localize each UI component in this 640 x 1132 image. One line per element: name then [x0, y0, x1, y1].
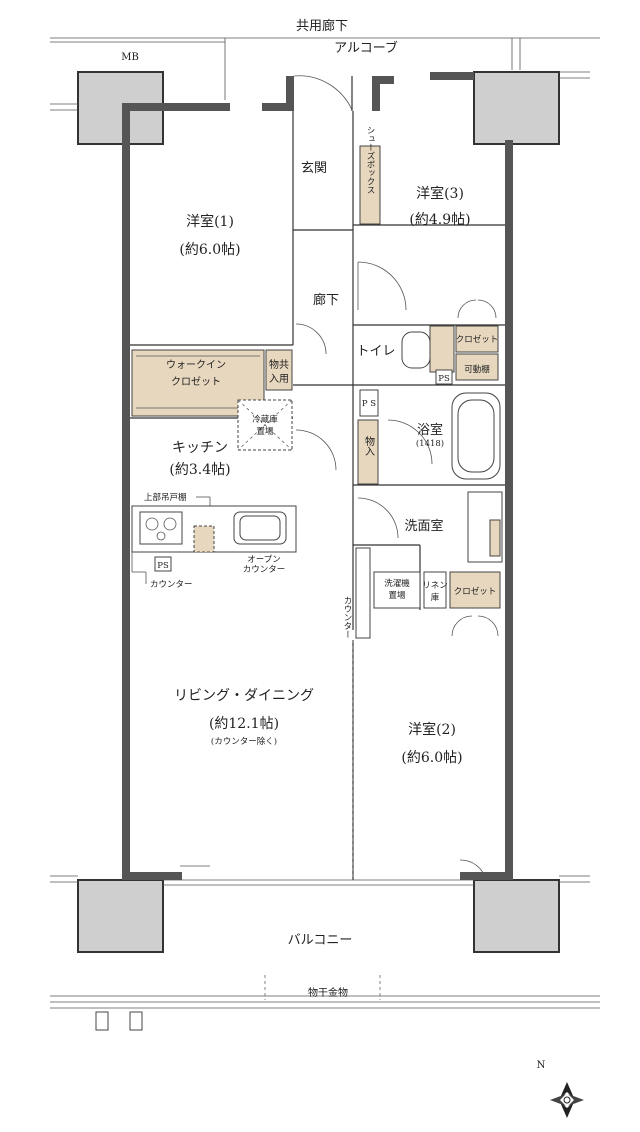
- living-dining: リビング・ダイニング (約12.1帖) (カウンター除く): [174, 688, 314, 747]
- western2-size: (約6.0帖): [401, 750, 462, 766]
- balcony-windows: [163, 865, 474, 886]
- toilet-door-swing: [295, 323, 327, 355]
- entrance-label: 玄関: [301, 161, 327, 176]
- pillar-top-right: [473, 71, 560, 145]
- walkin-label-2: クロゼット: [171, 376, 221, 388]
- kitchen-size: (約3.4帖): [169, 462, 230, 478]
- fridge-label-2: 置場: [256, 426, 274, 437]
- storage-closet: [357, 419, 379, 485]
- doors: [293, 75, 487, 881]
- mb-label: MB: [121, 52, 139, 63]
- balcony-door-swing: [459, 859, 487, 881]
- closet-small-label: クロゼット: [456, 334, 499, 345]
- movable-shelf: [455, 353, 499, 381]
- wash-door-swing: [357, 497, 399, 539]
- common-corridor-label: 共用廊下: [296, 18, 348, 34]
- alcove-label: アルコーブ: [334, 40, 398, 56]
- kitchen: キッチン (約3.4帖) 上部吊戸棚 オープン カウンター PS カウンター: [131, 440, 297, 590]
- pillar-bottom-right: [473, 879, 560, 953]
- bathroom: 浴室 (1418): [416, 392, 501, 480]
- western3-name: 洋室(3): [416, 185, 464, 202]
- bathroom-size: (1418): [416, 438, 444, 449]
- western3-size: (約4.9帖): [409, 212, 470, 228]
- kitchen-door-swing: [295, 429, 337, 471]
- washer-label-1: 洗濯機: [384, 578, 410, 589]
- fridge-space: 冷蔵庫 置場: [237, 399, 293, 451]
- upper-cabinet-label: 上部吊戸棚: [144, 492, 187, 503]
- washroom: 洗面室 洗濯機 置場 リネン 庫 クロゼット カウンター: [342, 491, 503, 639]
- living-size: (約12.1帖): [209, 716, 279, 732]
- counter-label: カウンター: [150, 580, 193, 590]
- walkin-closet: ウォークイン クロゼット 物共 入用: [131, 349, 293, 417]
- open-counter-label-2: カウンター: [243, 565, 286, 575]
- compass-n-label: N: [537, 1060, 546, 1071]
- common-corridor-area: 共用廊下 MB アルコーブ: [50, 18, 600, 100]
- movable-shelf-label: 可動棚: [464, 364, 490, 375]
- walkin-label-1: ウォークイン: [166, 359, 226, 371]
- storage-label: 物入: [363, 435, 375, 456]
- washer-label-2: 置場: [388, 590, 406, 601]
- clothes-pole-label: 物干金物: [308, 986, 348, 999]
- entrance-area: 玄関 シューズボックス: [301, 126, 381, 225]
- common-storage-label-2: 入用: [269, 374, 289, 385]
- closet-wash-label: クロゼット: [454, 586, 497, 597]
- linen-label-1: リネン: [422, 581, 448, 591]
- pillar-bottom-left: [77, 879, 164, 953]
- ps-hall-label: P S: [362, 399, 376, 409]
- bath-door-swing: [387, 419, 433, 465]
- open-counter-label-1: オープン: [247, 555, 281, 565]
- western-room-2: 洋室(2) (約6.0帖): [401, 721, 462, 766]
- balcony-label: バルコニー: [288, 933, 353, 948]
- outer-walls: [122, 72, 513, 880]
- balcony: バルコニー 物干金物: [50, 933, 600, 1031]
- fridge-label-1: 冷蔵庫: [252, 414, 278, 425]
- toilet-label: トイレ: [356, 344, 395, 359]
- ps-kitchen-label: PS: [157, 561, 169, 571]
- western-room-3: 洋室(3) (約4.9帖): [409, 185, 470, 228]
- western2-name: 洋室(2): [408, 721, 456, 738]
- counter-vertical-label: カウンター: [342, 596, 352, 639]
- shoe-box: [359, 145, 381, 225]
- western-room-1: 洋室(1) (約6.0帖): [179, 213, 240, 258]
- entrance-door-swing: [293, 75, 353, 111]
- kitchen-name: キッチン: [172, 440, 228, 456]
- western1-name: 洋室(1): [186, 213, 234, 230]
- toilet-area: トイレ クロゼット 可動棚 PS: [356, 299, 499, 385]
- common-storage: [265, 349, 293, 391]
- ps-toilet-label: PS: [438, 374, 450, 384]
- closet-wash: [449, 571, 501, 609]
- interior-walls: [130, 111, 505, 880]
- western3-door-swing: [357, 261, 407, 311]
- shoe-box-label: シューズボックス: [365, 126, 375, 194]
- living-note: (カウンター除く): [211, 736, 277, 747]
- compass: N: [537, 1060, 584, 1118]
- living-name: リビング・ダイニング: [174, 688, 314, 704]
- linen-label-2: 庫: [431, 592, 440, 603]
- closet-small: [455, 325, 499, 353]
- western1-size: (約6.0帖): [179, 242, 240, 258]
- hallway-label: 廊下: [313, 292, 339, 308]
- bathroom-label: 浴室: [417, 422, 443, 438]
- common-storage-label-1: 物共: [269, 358, 289, 371]
- washroom-label: 洗面室: [404, 518, 443, 534]
